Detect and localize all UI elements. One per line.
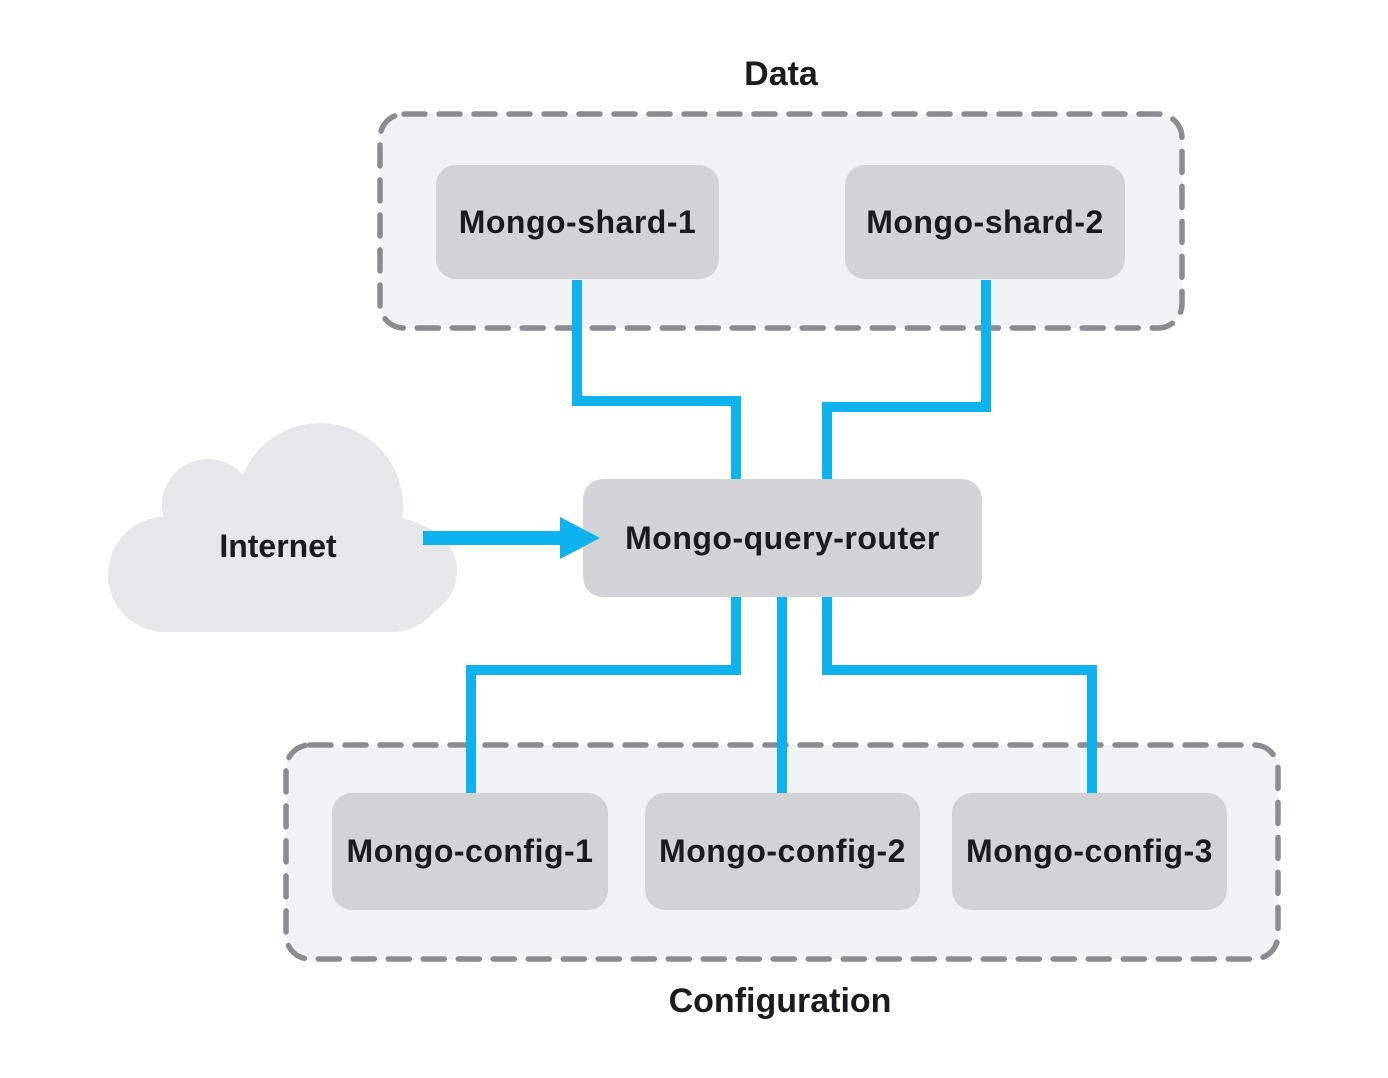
internet-label: Internet bbox=[219, 528, 337, 564]
edge-internet-router-arrow bbox=[423, 517, 600, 559]
node-mongo-config-1: Mongo-config-1 bbox=[332, 793, 608, 910]
edge-router-config3 bbox=[822, 597, 1097, 793]
data-group-label: Data bbox=[744, 55, 818, 93]
configuration-group-label: Configuration bbox=[668, 982, 892, 1020]
edge-shard2-router bbox=[822, 280, 991, 479]
node-mongo-shard-2: Mongo-shard-2 bbox=[845, 165, 1125, 279]
edge-shard1-router bbox=[572, 280, 741, 479]
node-mongo-shard-1: Mongo-shard-1 bbox=[436, 165, 719, 279]
node-mongo-config-3: Mongo-config-3 bbox=[952, 793, 1227, 910]
node-mongo-config-2: Mongo-config-2 bbox=[645, 793, 920, 910]
node-mongo-query-router: Mongo-query-router bbox=[583, 479, 982, 597]
edge-router-config1 bbox=[466, 597, 741, 793]
